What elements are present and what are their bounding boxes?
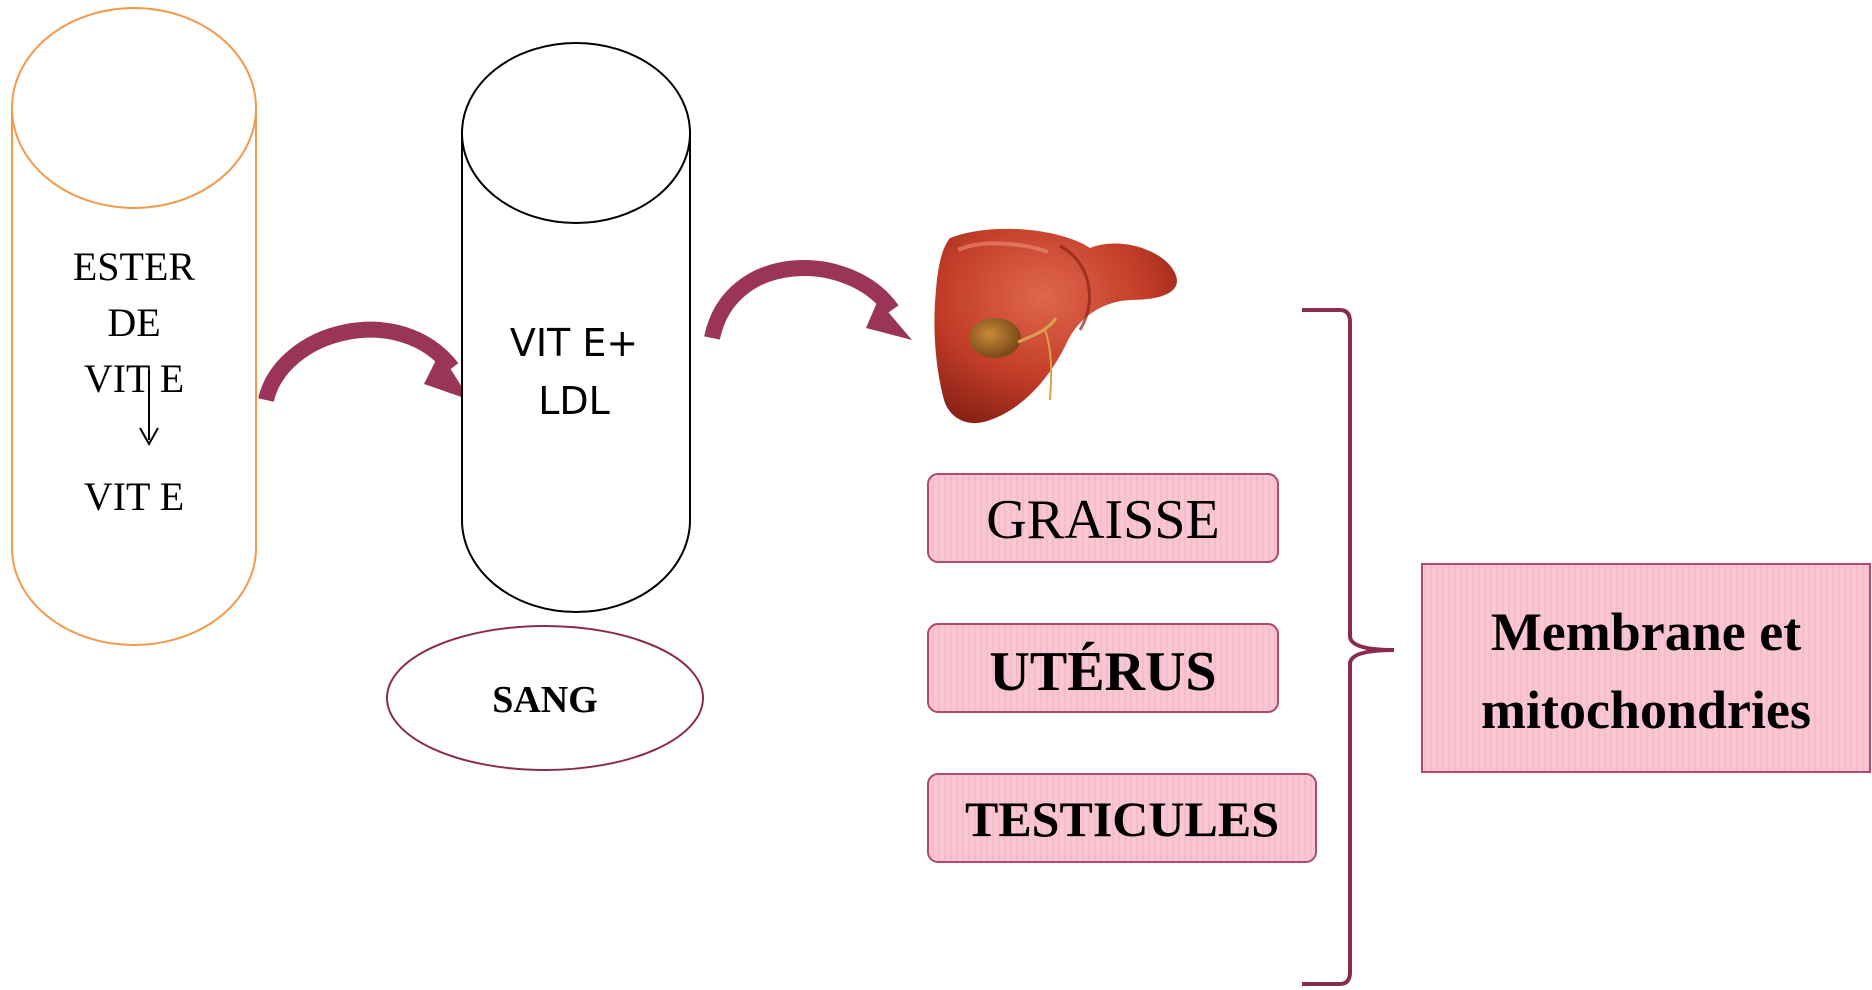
curly-bracket-icon (1302, 310, 1394, 984)
tissue-box-uterus: UTÉRUS (928, 624, 1278, 712)
target-box: Membrane et mitochondries (1422, 564, 1870, 772)
target-line-1: Membrane et (1491, 602, 1801, 662)
tissue-label: TESTICULES (965, 791, 1279, 847)
ester-line-1: ESTER (73, 244, 196, 289)
vit-e-ldl-line-2: LDL (538, 379, 610, 423)
liver-icon (934, 229, 1177, 423)
vit-e-ldl-line-1: VIT E+ (510, 321, 638, 365)
tissue-label: UTÉRUS (989, 641, 1216, 703)
tissue-box-graisse: GRAISSE (928, 474, 1278, 562)
sang-text: SANG (492, 679, 598, 721)
vit-e-product: VIT E (84, 474, 184, 519)
ester-line-2: DE (107, 300, 160, 345)
curved-arrow-icon (712, 268, 912, 340)
tissue-label: GRAISSE (986, 489, 1219, 551)
blood-cylinder: VIT E+ LDL (462, 43, 690, 612)
intestine-cylinder: ESTER DE VIT E VIT E (12, 8, 256, 645)
tissue-box-testicules: TESTICULES (928, 774, 1316, 862)
ester-line-3: VIT E (84, 356, 184, 401)
target-line-2: mitochondries (1481, 680, 1811, 740)
curved-arrow-icon (266, 330, 470, 400)
blood-label: SANG (387, 626, 703, 770)
